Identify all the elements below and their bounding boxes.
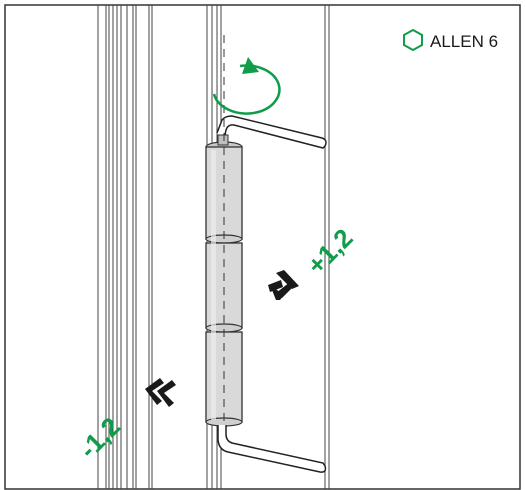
hinge-pin-top <box>217 134 229 146</box>
allen-key-top <box>216 115 327 149</box>
double-chevron-right-icon <box>268 270 299 300</box>
allen-key-bottom <box>217 425 327 473</box>
diagram-border <box>4 4 521 490</box>
double-chevron-left-icon <box>145 378 176 407</box>
hinge-barrel <box>205 134 243 427</box>
frame-profile-left <box>97 5 153 489</box>
rotate-arrow-icon <box>212 57 281 115</box>
tool-label: ALLEN 6 <box>403 28 498 52</box>
tool-label-text: ALLEN 6 <box>430 32 498 51</box>
hexagon-icon <box>403 28 423 52</box>
